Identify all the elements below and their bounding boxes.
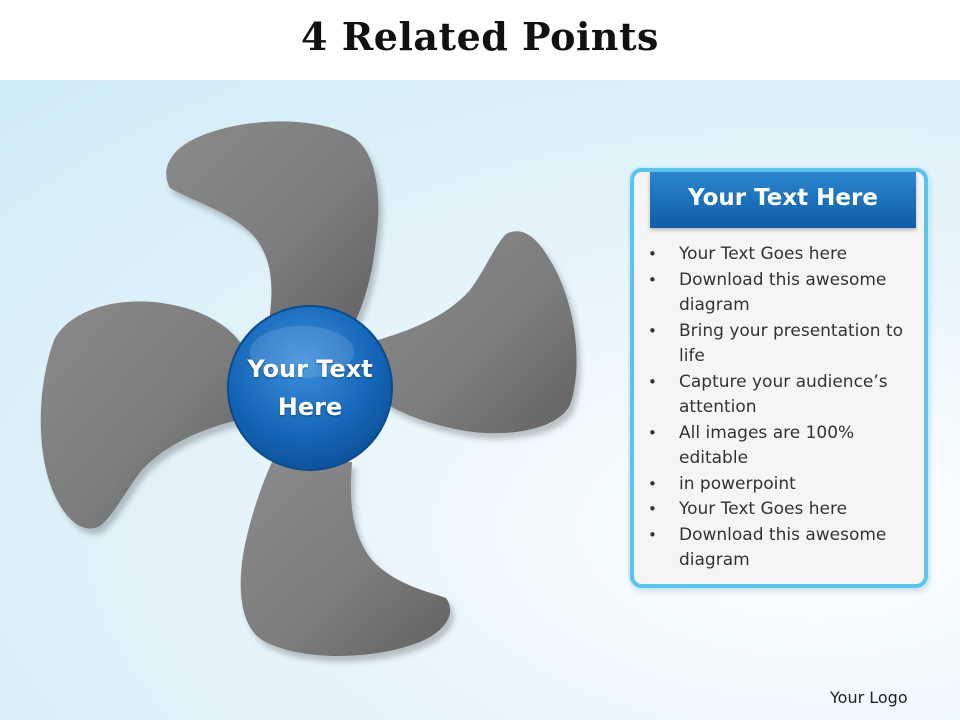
list-item: All images are 100% editable <box>646 421 916 472</box>
hub-highlight <box>250 326 354 378</box>
hub-text-line2: Here <box>277 393 343 421</box>
list-item: Bring your presentation to life <box>646 319 916 370</box>
fan-blade-bottom <box>240 462 451 656</box>
list-item: Download this awesome diagram <box>646 268 916 319</box>
panel-heading: Your Text Here <box>650 172 916 228</box>
list-item: Download this awesome diagram <box>646 523 916 574</box>
logo-text: Your Logo <box>830 688 908 707</box>
text-panel: Your Text Here Your Text Goes here Downl… <box>630 168 928 588</box>
hub-text-line1: Your Text <box>247 355 373 383</box>
title-bar: 4 Related Points <box>0 0 960 80</box>
fan-blade-top <box>166 121 379 332</box>
list-item: in powerpoint <box>646 472 916 498</box>
fan-blade-right <box>376 231 577 434</box>
slide-title: 4 Related Points <box>301 14 659 59</box>
fan-hub <box>227 305 393 471</box>
fan-blade-left <box>40 301 240 529</box>
list-item: Your Text Goes here <box>646 242 916 268</box>
hub-text: Your Text Here <box>232 350 388 426</box>
list-item: Your Text Goes here <box>646 497 916 523</box>
bullet-list: Your Text Goes here Download this awesom… <box>646 242 916 574</box>
fan-diagram <box>40 121 577 656</box>
list-item: Capture your audience’s attention <box>646 370 916 421</box>
